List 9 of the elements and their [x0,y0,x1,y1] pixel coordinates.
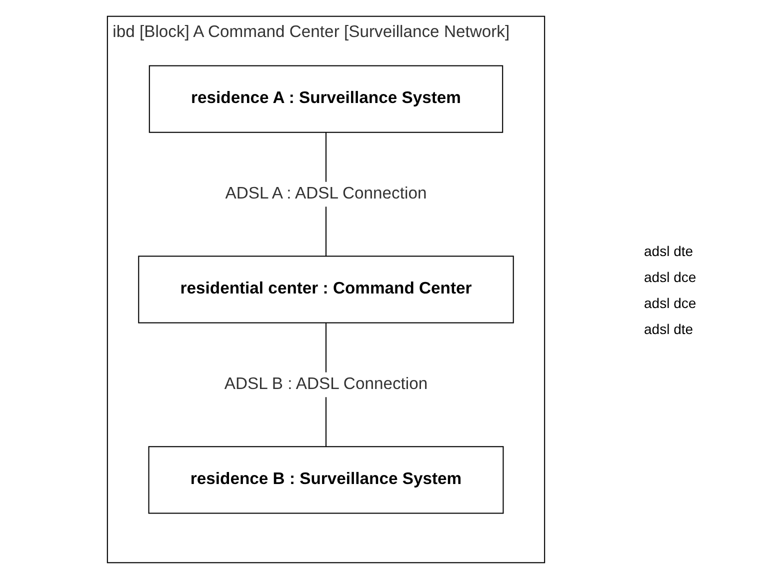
port-label: adsl dce [644,268,698,284]
node-box: residential center : Command Center [138,256,514,324]
node-box: residence B : Surveillance System [148,446,504,514]
port-label: adsl dce [644,294,698,310]
port-label: adsl dte [644,320,694,336]
edge-label: ADSL B : ADSL Connection [224,375,428,394]
port-label: adsl dte [644,242,694,258]
edge-label: ADSL A : ADSL Connection [225,184,427,203]
node-box: residence A : Surveillance System [148,65,504,133]
